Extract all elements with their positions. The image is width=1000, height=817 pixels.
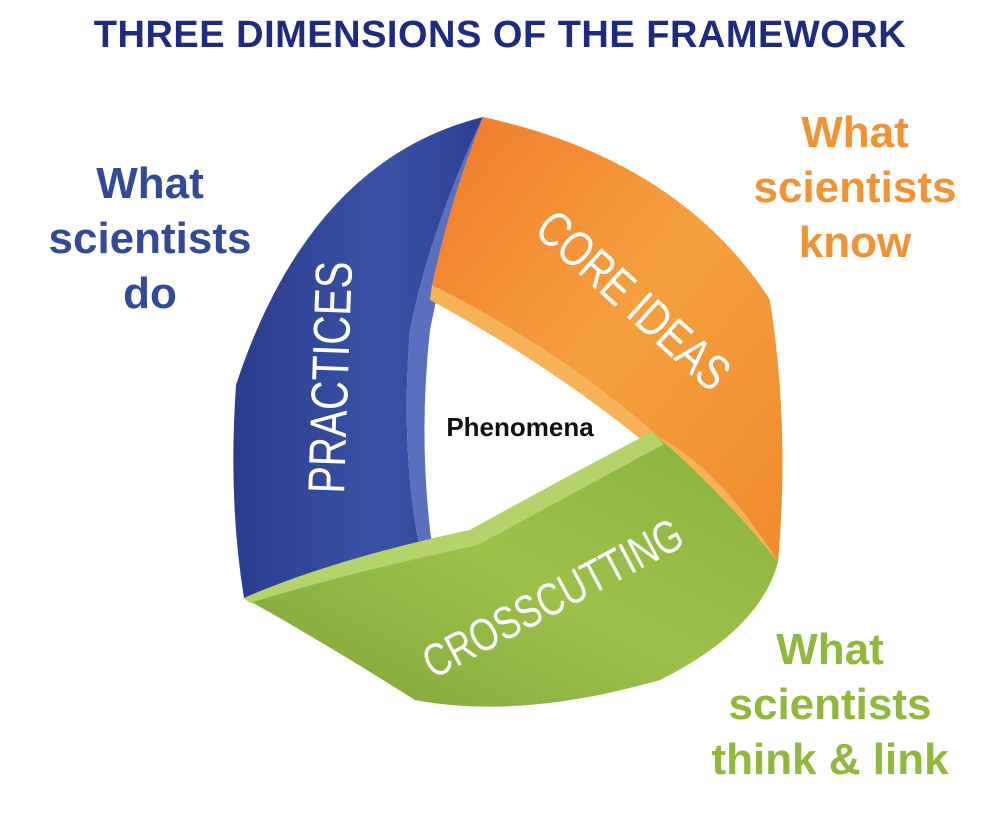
core-ideas-edge bbox=[430, 285, 778, 565]
caption-line: What bbox=[801, 108, 909, 157]
practices-label: PRACTICES bbox=[297, 260, 363, 494]
caption-core-ideas: What scientists know bbox=[730, 105, 980, 270]
caption-line: do bbox=[123, 269, 177, 318]
caption-line: know bbox=[798, 218, 912, 267]
practices-band bbox=[233, 117, 483, 598]
caption-practices: What scientists do bbox=[40, 156, 260, 321]
page-title: THREE DIMENSIONS OF THE FRAMEWORK bbox=[93, 14, 907, 56]
caption-line: scientists bbox=[48, 214, 252, 263]
caption-line: What bbox=[96, 159, 204, 208]
crosscutting-edge bbox=[244, 432, 664, 603]
core-ideas-band bbox=[432, 117, 783, 562]
caption-line: scientists bbox=[753, 163, 957, 212]
caption-line: think & link bbox=[711, 735, 949, 784]
practices-edge bbox=[406, 117, 483, 550]
caption-crosscutting: What scientists think & link bbox=[680, 622, 980, 787]
crosscutting-band bbox=[244, 432, 778, 707]
caption-line: scientists bbox=[728, 680, 932, 729]
center-label: Phenomena bbox=[446, 412, 594, 442]
caption-line: What bbox=[776, 625, 884, 674]
